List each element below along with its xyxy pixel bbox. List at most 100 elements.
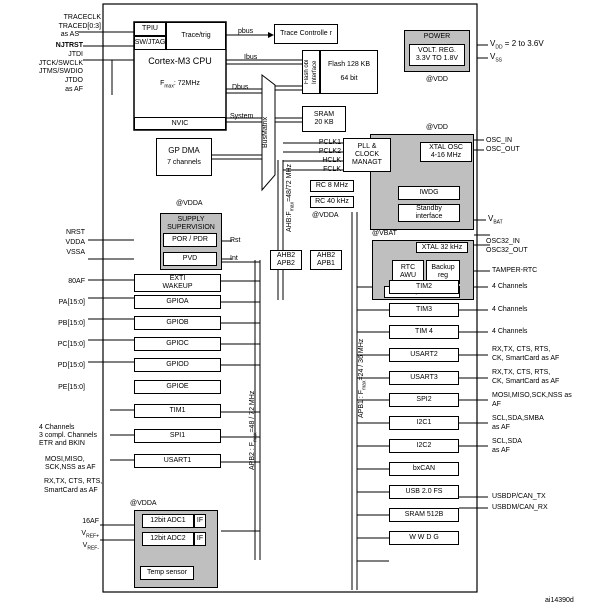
- pin-pb: PB[15:0]: [58, 320, 85, 327]
- power-block: POWER VOLT. REG.3.3V TO 1.8V: [404, 30, 470, 72]
- vbat-pin: VBAT: [488, 214, 503, 226]
- trace-controller: Trace Controlle r: [274, 24, 338, 44]
- power-title: POWER: [423, 33, 451, 40]
- tim2-block: TIM2: [389, 280, 459, 294]
- osc32-out-label: OSC32_OUT: [486, 247, 528, 254]
- busmatrix-label: BusMatrix: [262, 116, 269, 148]
- hclk-label: HCLK: [322, 157, 341, 164]
- pin-vssa: VSSA: [66, 249, 85, 256]
- pin-njtrst: NJTRST: [55, 42, 83, 49]
- figure-ref: ai14390d: [545, 597, 574, 604]
- gpioc-block: GPIOC: [134, 337, 221, 351]
- pin-traced-as: as AS: [60, 31, 79, 38]
- pin-as-af: as AF: [65, 86, 83, 93]
- tim4-block: TIM 4: [389, 325, 459, 339]
- pin-spi1-1: MOSI,MISO,: [45, 456, 85, 463]
- pin-jtms: JTMS/SWDIO: [39, 68, 83, 75]
- tamper-rtc-label: TAMPER-RTC: [492, 267, 538, 274]
- temp-sensor: Temp sensor: [140, 566, 194, 580]
- usart2-pins-2: CK, SmartCard as AF: [492, 355, 560, 362]
- osc32-in-label: OSC32_IN: [486, 238, 520, 245]
- usart3-pins-1: RX,TX, CTS, RTS,: [492, 369, 551, 376]
- clock-vdda-label: @VDDA: [312, 212, 339, 219]
- i2c1-block: I2C1: [389, 416, 459, 430]
- adc-vdda: @VDDA: [130, 500, 157, 507]
- tim3-pins: 4 Channels: [492, 306, 528, 313]
- spi2-pins-1: MOSI,MISO,SCK,NSS as: [492, 392, 572, 399]
- power-vdd-label: @VDD: [426, 76, 448, 83]
- pin-vref-minus: VREF-: [82, 542, 99, 552]
- cpu-fmax: Fmax: 72MHz: [160, 80, 200, 90]
- can-rx-pin: USBDM/CAN_RX: [492, 504, 548, 511]
- pin-tim1-3: ETR and BKIN: [39, 440, 85, 447]
- pvd-block: PVD: [163, 252, 217, 266]
- rc-40khz-block: RC 40 kHz: [310, 196, 354, 208]
- volt-reg: VOLT. REG.3.3V TO 1.8V: [409, 44, 465, 66]
- vss-label: VSS: [490, 52, 503, 64]
- i2c1-pins-2: as AF: [492, 424, 510, 431]
- can-tx-pin: USBDP/CAN_TX: [492, 493, 546, 500]
- pin-pc: PC[15:0]: [57, 341, 85, 348]
- usart3-pins-2: CK, SmartCard as AF: [492, 378, 560, 385]
- i2c2-block: I2C2: [389, 439, 459, 453]
- fclk-label: FCLK: [323, 166, 341, 173]
- pbus-label: pbus: [238, 28, 254, 35]
- pin-80af: 80AF: [68, 278, 85, 285]
- iwdg-block: IWDG: [398, 186, 460, 200]
- adc1-block: 12bit ADC1: [142, 514, 194, 528]
- tim3-block: TIM3: [389, 303, 459, 317]
- pin-16af: 16AF: [82, 518, 99, 525]
- spi2-block: SPI2: [389, 393, 459, 407]
- pin-vref-plus: VREF+: [81, 530, 99, 540]
- i2c2-pins-1: SCL,SDA: [492, 438, 522, 445]
- int-label: Int: [230, 255, 238, 262]
- pin-tim1-1: 4 Channels: [39, 424, 75, 431]
- cpu-name: Cortex-M3 CPU: [148, 56, 212, 66]
- tim1-block: TIM1: [134, 404, 221, 418]
- pin-traced: TRACED[0:3]: [58, 23, 101, 30]
- sram512-block: SRAM 512B: [389, 508, 459, 522]
- xtal-32khz-block: XTAL 32 kHz: [416, 242, 468, 253]
- tim2-pins: 4 Channels: [492, 283, 528, 290]
- gpiod-block: GPIOD: [134, 358, 221, 372]
- pin-traceclk: TRACECLK: [63, 14, 101, 21]
- tim4-pins: 4 Channels: [492, 328, 528, 335]
- pin-usart1-1: RX,TX, CTS, RTS,: [44, 478, 103, 485]
- system-label: System: [230, 113, 254, 120]
- i2c2-pins-2: as AF: [492, 447, 510, 454]
- usart1-block: USART1: [134, 454, 221, 468]
- gpioe-block: GPIOE: [134, 380, 221, 394]
- apb2-label: APB2 : Fmax=48 / 72 MHz: [249, 390, 259, 470]
- adc2-block: 12bit ADC2: [142, 532, 194, 546]
- dbus-label: Dbus: [232, 84, 249, 91]
- por-pdr-block: POR / PDR: [163, 233, 217, 247]
- pin-pa: PA[15:0]: [58, 299, 85, 306]
- usart3-block: USART3: [389, 371, 459, 385]
- usart2-pins-1: RX,TX, CTS, RTS,: [492, 346, 551, 353]
- nvic-block: NVIC: [134, 117, 226, 130]
- usb-block: USB 2.0 FS: [389, 485, 459, 499]
- osc-in-label: OSC_IN: [486, 137, 513, 144]
- adc2-if: IF: [194, 532, 206, 546]
- pin-tim1-2: 3 compl. Channels: [39, 432, 97, 439]
- flash-interface: Flash obl Interface: [302, 50, 320, 94]
- supply-vdda: @VDDA: [176, 200, 203, 207]
- spi1-block: SPI1: [134, 429, 221, 443]
- vdd-label: VDD = 2 to 3.6V: [490, 39, 544, 51]
- trace-trig-block: Trace/trig: [166, 22, 226, 50]
- pin-jtdi: JTDI: [68, 51, 83, 58]
- pin-usart1-2: SmartCard as AF: [44, 487, 98, 494]
- gpioa-block: GPIOA: [134, 295, 221, 309]
- wwdg-block: W W D G: [389, 531, 459, 545]
- clock-vdd-label: @VDD: [426, 124, 448, 131]
- ibus-label: Ibus: [244, 54, 258, 61]
- bxcan-block: bxCAN: [389, 462, 459, 476]
- tpiu-block: TPIU: [134, 22, 166, 36]
- pin-pd: PD[15:0]: [57, 362, 85, 369]
